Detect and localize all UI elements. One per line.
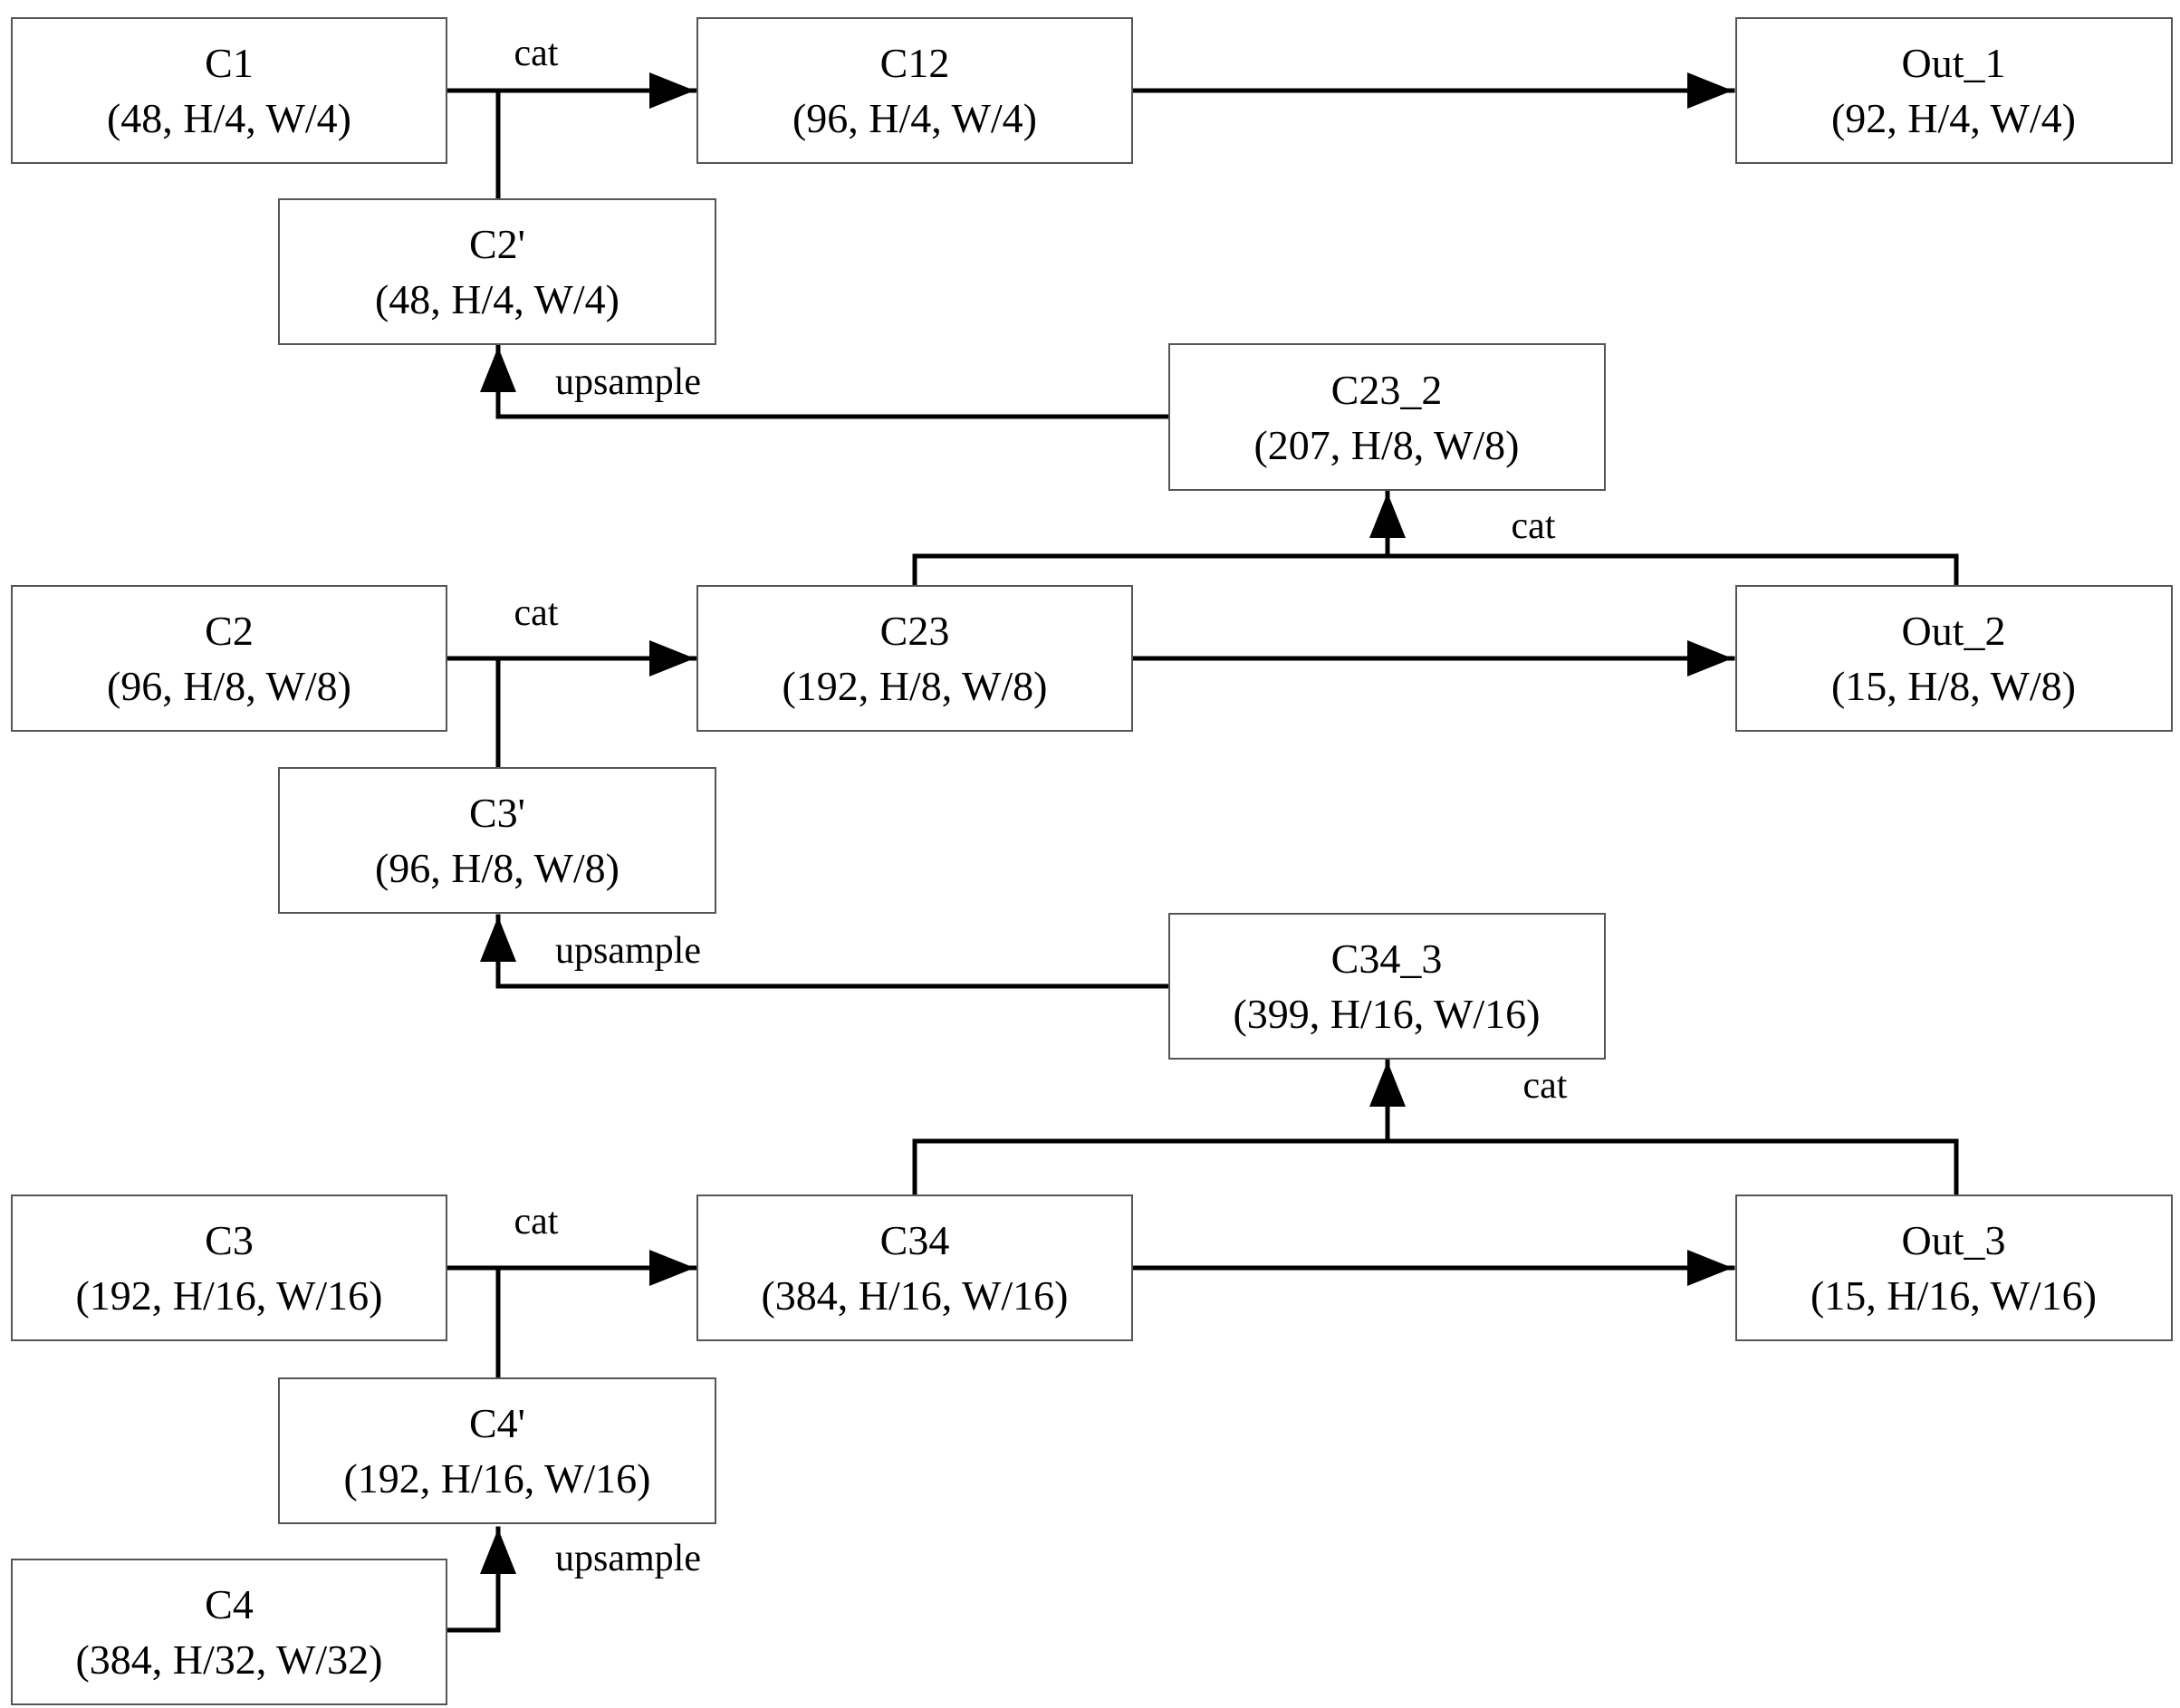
node-out3-title: Out_3 xyxy=(1902,1217,2006,1263)
node-out2-dims: (15, H/8, W/8) xyxy=(1831,663,2076,709)
edge-c23-out2-cat-bracket xyxy=(912,553,1959,590)
node-c23-2-title: C23_2 xyxy=(1331,367,1443,413)
upsample-label-row2: upsample xyxy=(555,930,701,972)
node-c34-3-title: C34_3 xyxy=(1331,936,1443,982)
node-c1-dims: (48, H/4, W/4) xyxy=(107,95,351,141)
node-out2: Out_2 (15, H/8, W/8) xyxy=(1735,585,2173,732)
node-c4-prime-dims: (192, H/16, W/16) xyxy=(343,1455,650,1502)
node-out3: Out_3 (15, H/16, W/16) xyxy=(1735,1195,2173,1341)
cat-label-c23-2: cat xyxy=(1512,505,1556,547)
node-c3-prime: C3' (96, H/8, W/8) xyxy=(278,767,716,914)
node-c34-3-dims: (399, H/16, W/16) xyxy=(1233,991,1540,1037)
edge-c23-2-upsample-to-c2p xyxy=(480,344,1172,419)
node-c1-title: C1 xyxy=(205,40,254,86)
node-c1: C1 (48, H/4, W/4) xyxy=(11,17,447,164)
node-c34-title: C34 xyxy=(880,1217,950,1263)
node-c23-dims: (192, H/8, W/8) xyxy=(782,663,1047,709)
node-c2-dims: (96, H/8, W/8) xyxy=(107,663,351,709)
node-c2-prime: C2' (48, H/4, W/4) xyxy=(278,198,716,345)
upsample-label-row1: upsample xyxy=(555,361,701,403)
node-c34: C34 (384, H/16, W/16) xyxy=(696,1195,1133,1341)
node-c23: C23 (192, H/8, W/8) xyxy=(696,585,1133,732)
cat-label-c34-3: cat xyxy=(1523,1065,1568,1107)
node-c3-prime-title: C3' xyxy=(469,790,525,836)
node-c2: C2 (96, H/8, W/8) xyxy=(11,585,447,732)
edge-c4-upsample-to-c4p xyxy=(443,1526,516,1633)
node-c23-2: C23_2 (207, H/8, W/8) xyxy=(1168,343,1606,491)
node-c3-prime-dims: (96, H/8, W/8) xyxy=(375,845,619,891)
node-c23-title: C23 xyxy=(880,608,950,654)
node-c3-title: C3 xyxy=(205,1217,254,1263)
node-out1-title: Out_1 xyxy=(1902,40,2006,86)
node-c12-title: C12 xyxy=(880,40,950,86)
node-c4-prime: C4' (192, H/16, W/16) xyxy=(278,1377,716,1524)
node-c12: C12 (96, H/4, W/4) xyxy=(696,17,1133,164)
cat-label-row3: cat xyxy=(514,1201,559,1243)
node-c2-title: C2 xyxy=(205,608,254,654)
node-c2-prime-title: C2' xyxy=(469,221,525,267)
node-out2-title: Out_2 xyxy=(1902,608,2006,654)
node-c3: C3 (192, H/16, W/16) xyxy=(11,1195,447,1341)
node-out1-dims: (92, H/4, W/4) xyxy=(1831,95,2076,141)
cat-label-row1: cat xyxy=(514,33,559,74)
node-c4: C4 (384, H/32, W/32) xyxy=(11,1559,447,1705)
edge-c34-3-upsample-to-c3p xyxy=(480,914,1172,989)
node-c23-2-dims: (207, H/8, W/8) xyxy=(1253,422,1519,468)
cat-label-row2: cat xyxy=(514,592,559,634)
upsample-label-row3: upsample xyxy=(555,1538,701,1579)
node-c4-prime-title: C4' xyxy=(469,1400,525,1446)
node-c34-dims: (384, H/16, W/16) xyxy=(761,1272,1068,1319)
node-c4-dims: (384, H/32, W/32) xyxy=(75,1636,382,1683)
node-c12-dims: (96, H/4, W/4) xyxy=(792,95,1037,141)
node-c34-3: C34_3 (399, H/16, W/16) xyxy=(1168,913,1606,1060)
node-out3-dims: (15, H/16, W/16) xyxy=(1810,1272,2097,1319)
node-c4-title: C4 xyxy=(205,1581,254,1627)
node-out1: Out_1 (92, H/4, W/4) xyxy=(1735,17,2173,164)
node-c2-prime-dims: (48, H/4, W/4) xyxy=(375,276,619,322)
edge-c34-out3-cat-bracket xyxy=(912,1138,1959,1199)
node-c3-dims: (192, H/16, W/16) xyxy=(75,1272,382,1319)
